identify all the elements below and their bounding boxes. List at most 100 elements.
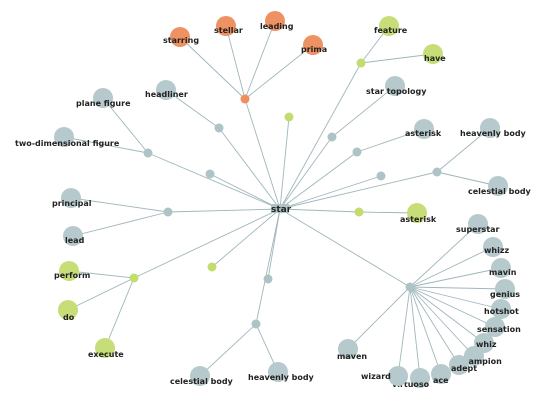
node-execute[interactable]: execute [88, 338, 124, 359]
node-mavin[interactable]: mavin [489, 258, 517, 278]
node-circle [156, 80, 176, 100]
node-asterisk-green[interactable]: asterisk [400, 203, 437, 224]
edge-center-h_b2 [279, 175, 382, 210]
node-heavenly-body-bottom[interactable]: heavenly body [248, 362, 315, 382]
hub-node[interactable] [207, 262, 217, 272]
hub-node[interactable] [405, 282, 415, 292]
node-headliner[interactable]: headliner [145, 80, 188, 100]
node-circle [407, 203, 427, 223]
node-have[interactable]: have [423, 44, 446, 64]
edge-center-h_topo [279, 136, 333, 210]
node-label: genius [490, 290, 520, 299]
hub-node[interactable] [263, 274, 273, 284]
hub-node[interactable] [284, 112, 294, 122]
hub-node[interactable] [352, 147, 362, 157]
hub-node[interactable] [205, 169, 215, 179]
node-feature[interactable]: feature [374, 16, 408, 36]
node-wizard[interactable]: wizard [361, 366, 408, 386]
center-node-marker [271, 204, 289, 213]
node-label: asterisk [400, 215, 437, 224]
node-stellar[interactable]: stellar [214, 16, 243, 36]
center-node-label: star [271, 205, 292, 215]
node-plane-figure[interactable]: plane figure [76, 88, 131, 108]
hub-node[interactable] [143, 148, 153, 158]
node-circle [170, 27, 190, 47]
edge-sensation [409, 286, 496, 328]
node-genius[interactable]: genius [490, 279, 520, 299]
node-circle [268, 362, 288, 382]
edges-layer [63, 20, 506, 379]
node-label: stellar [214, 26, 243, 35]
node-maven[interactable]: maven [337, 339, 367, 361]
node-sensation[interactable]: sensation [477, 317, 521, 337]
node-champion[interactable]: champion [458, 346, 502, 366]
node-do[interactable]: do [58, 300, 78, 322]
node-circle [216, 16, 236, 36]
node-virtuoso[interactable]: virtuoso [392, 368, 430, 389]
edge-center-h_agr [279, 208, 360, 213]
hub-node[interactable] [376, 171, 386, 181]
edge-center-h_head [218, 127, 281, 210]
node-circle [59, 261, 79, 281]
hub-node[interactable] [129, 273, 139, 283]
node-ace[interactable]: ace [431, 364, 451, 385]
edge-center-h_prin [167, 208, 281, 213]
node-starring[interactable]: starring [163, 27, 199, 47]
edge-champion [409, 286, 475, 357]
node-perform[interactable]: perform [54, 261, 90, 281]
node-circle [488, 176, 508, 196]
node-circle [480, 118, 500, 138]
node-label: perform [54, 271, 90, 280]
node-principal[interactable]: principal [52, 188, 92, 208]
edge-celestial_body_bottom [199, 323, 257, 377]
edge-celestial_body_right [436, 171, 499, 187]
node-label: headliner [145, 90, 188, 99]
node-star-topology[interactable]: star topology [366, 76, 427, 96]
node-label: two-dimensional figure [15, 139, 120, 148]
hub-node[interactable] [240, 94, 250, 104]
edge-adept [409, 286, 460, 366]
node-circle [379, 16, 399, 36]
node-label: leading [260, 22, 294, 31]
node-circle [491, 258, 511, 278]
node-label: do [63, 313, 75, 322]
edge-center-h_perf [133, 208, 281, 279]
hub-node[interactable] [214, 123, 224, 133]
node-circle [495, 279, 515, 299]
node-circle [58, 300, 78, 320]
node-label: champion [458, 357, 502, 366]
hub-node[interactable] [251, 319, 261, 329]
edge-center-h_g3 [211, 208, 281, 268]
center-node[interactable]: star [271, 204, 292, 215]
node-celestial-body-bottom[interactable]: celestial body [170, 366, 234, 386]
node-label: whizz [484, 246, 509, 255]
node-heavenly-body-top[interactable]: heavenly body [460, 118, 527, 138]
node-celestial-body-right[interactable]: celestial body [468, 176, 532, 196]
hub-node[interactable] [163, 207, 173, 217]
node-label: execute [88, 350, 124, 359]
node-adept[interactable]: adept [449, 355, 477, 375]
node-leading[interactable]: leading [260, 11, 294, 31]
node-prima[interactable]: prima [301, 35, 327, 55]
node-circle [485, 317, 505, 337]
edge-headliner [165, 89, 220, 129]
edge-genius [409, 286, 506, 290]
edge-center-h_green1 [279, 62, 362, 210]
hub-node[interactable] [327, 132, 337, 142]
node-circle [491, 299, 511, 319]
hub-node[interactable] [432, 167, 442, 177]
node-asterisk-blue[interactable]: asterisk [405, 119, 442, 139]
node-lead[interactable]: lead [63, 226, 85, 246]
node-whizz[interactable]: whizz [483, 237, 509, 257]
edge-mavin [409, 267, 502, 288]
edge-center-h_plane [147, 152, 281, 210]
node-circle [385, 76, 405, 96]
node-label: celestial body [468, 187, 532, 196]
node-superstar[interactable]: superstar [456, 214, 500, 234]
hub-node[interactable] [356, 58, 366, 68]
edge-leading [244, 20, 276, 100]
node-hotshot[interactable]: hotshot [484, 299, 519, 319]
hub-node[interactable] [354, 207, 364, 217]
node-two-dimensional-figure[interactable]: two-dimensional figure [15, 127, 120, 148]
edge-plane_figure [102, 97, 149, 154]
